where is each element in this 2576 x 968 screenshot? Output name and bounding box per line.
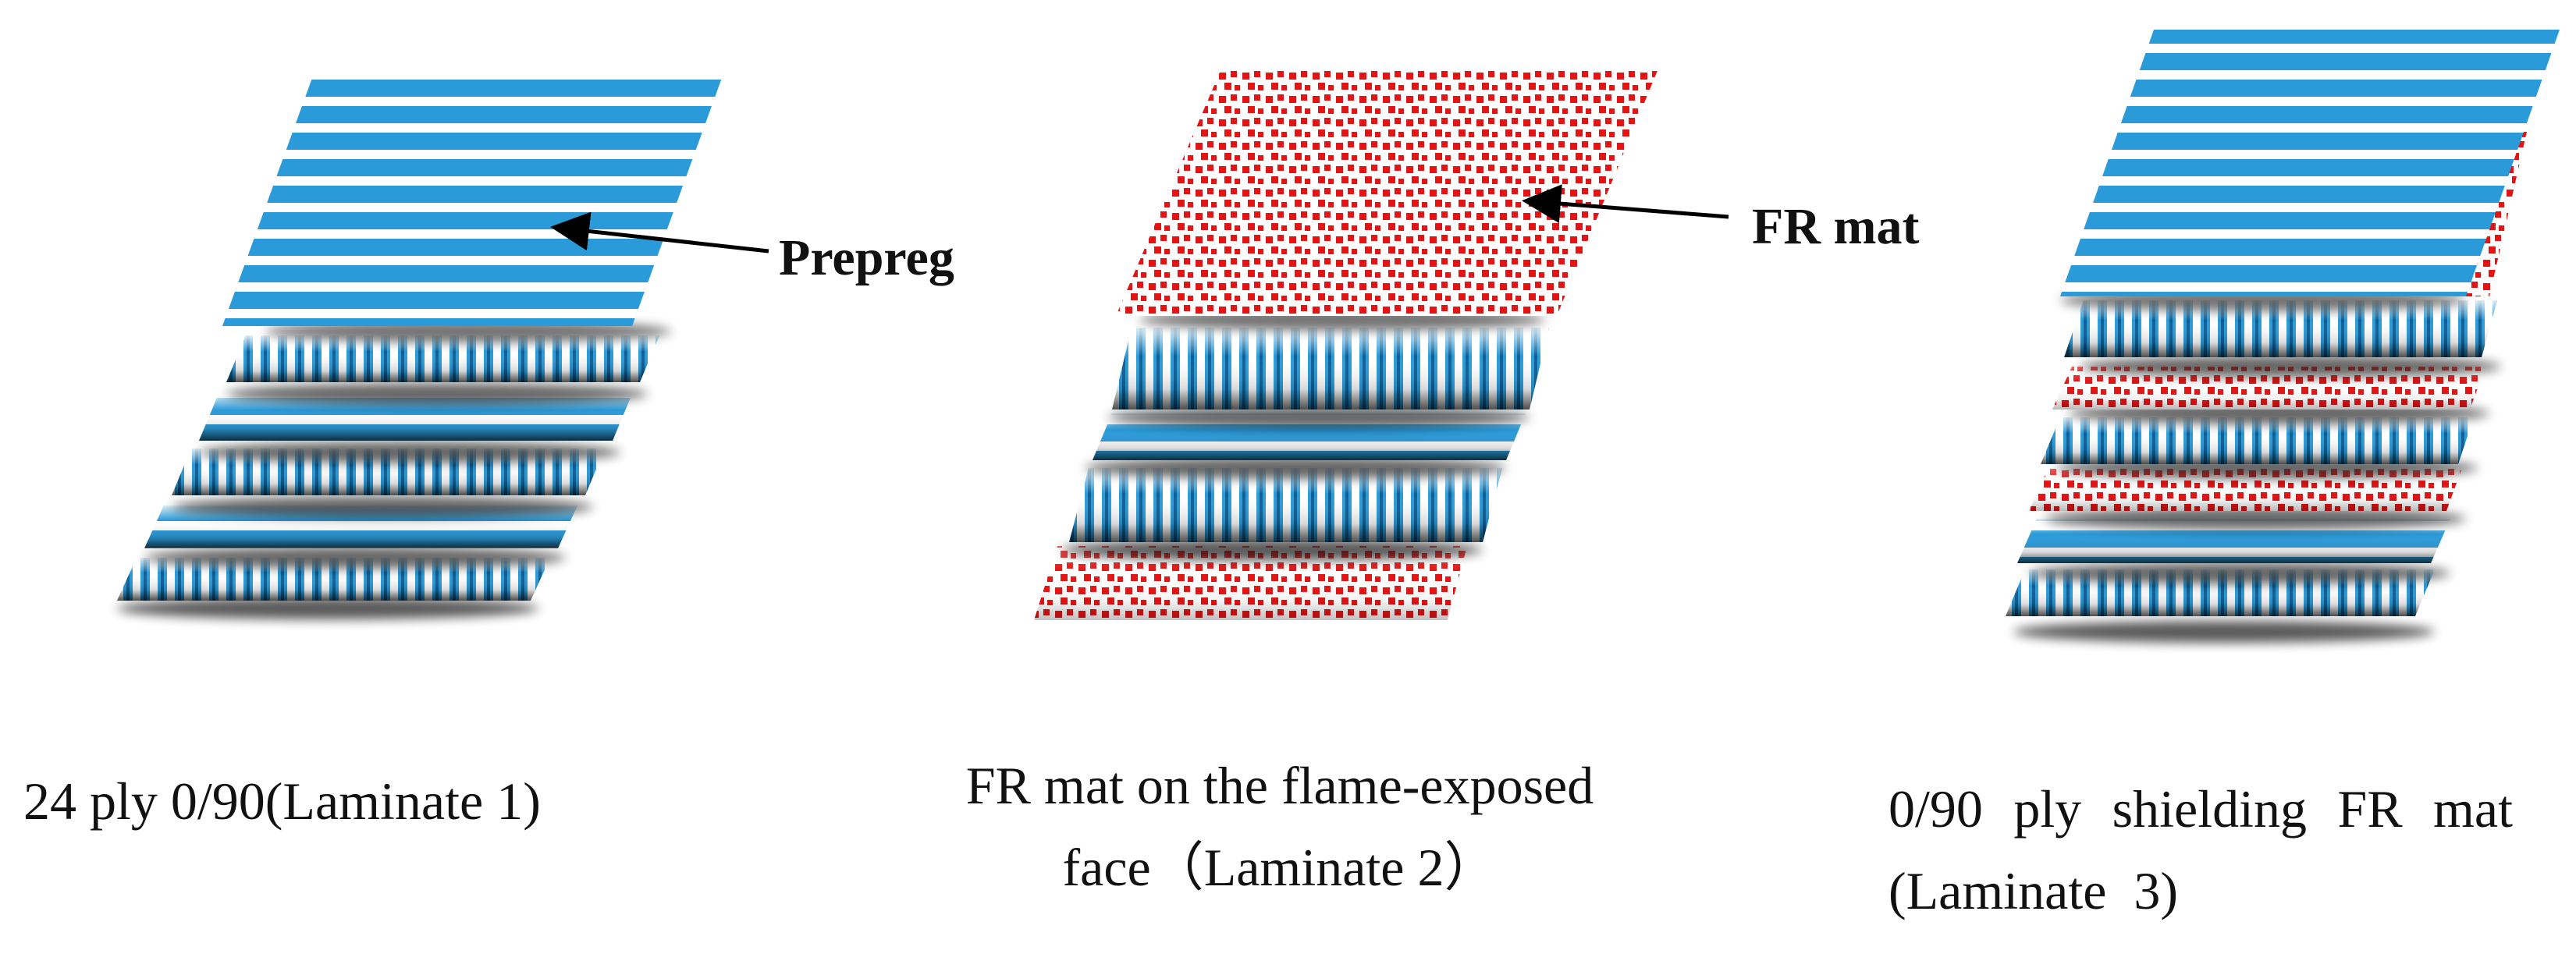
laminate2-stack [1034,69,1658,620]
laminate3-ply-6 [2029,468,2466,530]
laminate1-stack [117,78,722,619]
laminate1-ply-2 [226,335,659,405]
laminate2-ply-5-frmat [1034,546,1467,620]
prepreg-label: Prepreg [779,229,954,286]
laminate2-ply-2 [1108,328,1549,428]
caption-laminate-1: 24 ply 0/90(Laminate 1) [23,771,541,831]
caption-laminate-2-line-1: FR mat on the flame-exposed [965,756,1594,815]
frmat-arrow [1522,184,1729,224]
laminate1-ply-1-top [222,78,722,342]
laminate3-ply-1-top [2060,30,2560,311]
prepreg-callout: Prepreg [550,211,954,286]
laminate1-ply-6 [117,558,550,619]
laminate3-ply-3 [2064,300,2501,378]
frmat-label: FR mat [1752,198,1919,255]
laminate3-ply-7 [2017,519,2450,584]
caption-laminate-2: FR mat on the flame-exposed face（Laminat… [851,745,1709,909]
prepreg-arrow [550,211,769,254]
frmat-callout: FR mat [1522,184,1919,255]
caption-laminate-2-line-2: face（Laminate 2） [1062,838,1498,898]
laminate3-ply-4 [2052,367,2489,424]
caption-laminate-3: 0/90 ply shielding FR mat (Laminate 3) [1888,779,2513,921]
laminate2-ply-4 [1061,468,1502,561]
laminate2-ply-1-top-frmat [1116,69,1658,331]
laminate1-ply-3 [199,394,632,463]
laminate3-ply-5 [2041,417,2478,479]
laminate3-stack [2006,30,2560,643]
